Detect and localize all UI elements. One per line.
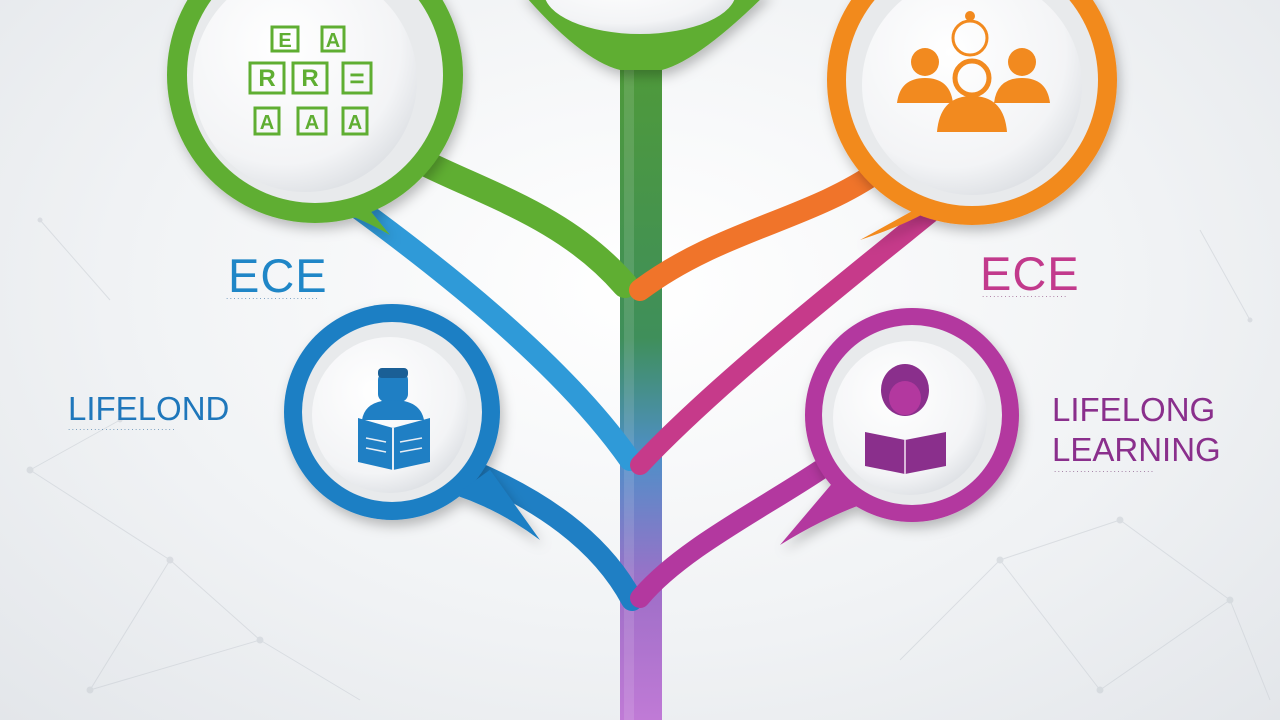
lifelong-caption: ···························	[1054, 468, 1155, 476]
block-letter: R	[301, 65, 318, 92]
ece-right-label: ECE	[980, 247, 1080, 300]
person-reading-icon	[358, 368, 430, 470]
magenta-branch	[630, 195, 950, 475]
alphabet-blocks-icon	[248, 25, 373, 136]
trunk-highlight	[624, 60, 634, 720]
orange-branch	[629, 159, 891, 301]
pink-branch	[630, 460, 830, 608]
ece-right-caption: ·······················	[982, 293, 1068, 301]
blue-node	[284, 304, 540, 540]
top-center-node	[528, 0, 760, 70]
block-letter: R	[258, 65, 275, 92]
pink-node	[780, 308, 1019, 545]
block-letter: A	[305, 112, 319, 134]
block-letter: A	[326, 30, 340, 52]
green-node	[167, 0, 463, 235]
block-letter: A	[348, 112, 362, 134]
block-letter: =	[349, 63, 364, 93]
group-people-icon	[897, 11, 1050, 132]
ece-left-label: ECE	[228, 249, 328, 302]
block-letter: A	[260, 112, 274, 134]
learning-label: LEARNING	[1052, 431, 1221, 468]
tree-trunk	[620, 60, 662, 720]
ece-left-caption: ·························	[226, 295, 320, 303]
lifelond-label: LIFELOND	[68, 390, 230, 427]
block-letter: E	[278, 30, 291, 52]
lifelong-label: LIFELONG	[1052, 391, 1216, 428]
network-background	[26, 217, 1271, 701]
lifelond-caption: ·····························	[68, 426, 177, 434]
person-reading-icon	[865, 364, 946, 474]
